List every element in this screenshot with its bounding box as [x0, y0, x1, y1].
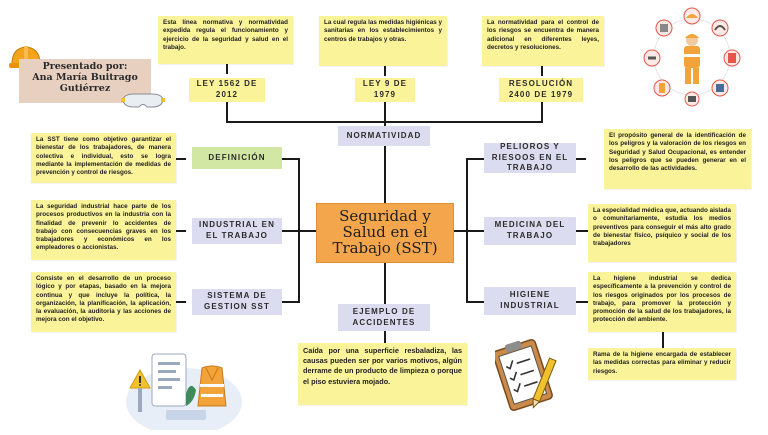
- ppe-worker-icon: [640, 6, 744, 108]
- node-definicion: DEFINICIÓN: [192, 147, 282, 169]
- bottom-note-line: [384, 331, 386, 343]
- note-ley-1562: Esta línea normativa y normatividad expe…: [158, 16, 293, 64]
- top-note-left: [226, 64, 228, 74]
- checklist-clipboard-icon: [492, 336, 565, 416]
- right-note-v3: [662, 332, 664, 348]
- note-industrial: La seguridad industrial hace parte de lo…: [31, 200, 176, 260]
- top-drop-left: [226, 100, 228, 122]
- trunk-line-bottom: [384, 262, 386, 304]
- top-drop-right: [541, 100, 543, 122]
- left-h2: [282, 230, 300, 232]
- presenter-heading: Presentado por:: [42, 61, 128, 72]
- right-note-h1: [576, 158, 586, 160]
- note-ejemplo-accidentes: Caída por una superficie resbaladiza, la…: [298, 343, 467, 405]
- note-sistema-gestion: Consiste en el desarrollo de un proceso …: [31, 272, 176, 332]
- left-note-h1: [176, 158, 186, 160]
- left-h3: [282, 301, 300, 303]
- node-resolucion-2400: RESOLUCIÓN 2400 DE 1979: [499, 78, 583, 102]
- trunk-line: [384, 145, 386, 205]
- node-medicina: MEDICINA DEL TRABAJO: [484, 217, 576, 245]
- node-ley-9: LEY 9 DE 1979: [355, 78, 415, 102]
- right-note-h3: [576, 301, 588, 303]
- top-note-right: [541, 66, 543, 76]
- node-normatividad: NORMATIVIDAD: [338, 126, 430, 146]
- node-ejemplo-accidentes: EJEMPLO DE ACCIDENTES: [338, 304, 430, 331]
- left-note-h2: [176, 230, 186, 232]
- node-higiene: HIGIENE INDUSTRIAL: [484, 287, 576, 315]
- right-note-h2: [576, 230, 588, 232]
- note-higiene-rama: Rama de la higiene encargada de establec…: [588, 348, 736, 380]
- center-title: Seguridad y Salud en el Trabajo (SST): [316, 203, 454, 263]
- note-higiene: La higiene industrial se dedica específi…: [588, 272, 736, 332]
- left-h1: [282, 158, 300, 160]
- note-definicion: La SST tiene como objetivo garantizar el…: [31, 133, 176, 183]
- node-sistema-gestion: SISTEMA DE GESTION SST: [192, 289, 282, 315]
- right-h3: [466, 301, 484, 303]
- right-branch-line: [453, 230, 467, 232]
- right-h1: [466, 158, 484, 160]
- node-peligros: PELIOROS Y RIESOOS EN EL TRABAJO: [484, 142, 576, 173]
- right-h2: [466, 230, 484, 232]
- node-industrial: INDUSTRIAL EN EL TRABAJO: [192, 218, 282, 244]
- left-branch-line: [298, 230, 318, 232]
- top-drop-mid: [384, 100, 386, 128]
- presenter-name: Ana María Buitrago Gutiérrez: [32, 71, 138, 94]
- safety-illustration-icon: [122, 340, 244, 435]
- note-peligros: El propósito general de la identificació…: [604, 129, 751, 189]
- safety-goggles-icon: [120, 92, 166, 110]
- note-ley-9: La cual regula las medidas higiénicas y …: [319, 16, 447, 66]
- top-note-mid: [384, 66, 386, 76]
- note-medicina: La especialidad médica que, actuando ais…: [588, 204, 736, 262]
- note-resolucion-2400: La normatividad para el control de los r…: [482, 16, 604, 66]
- node-ley-1562: LEY 1562 DE 2012: [189, 78, 265, 102]
- left-note-h3: [176, 301, 186, 303]
